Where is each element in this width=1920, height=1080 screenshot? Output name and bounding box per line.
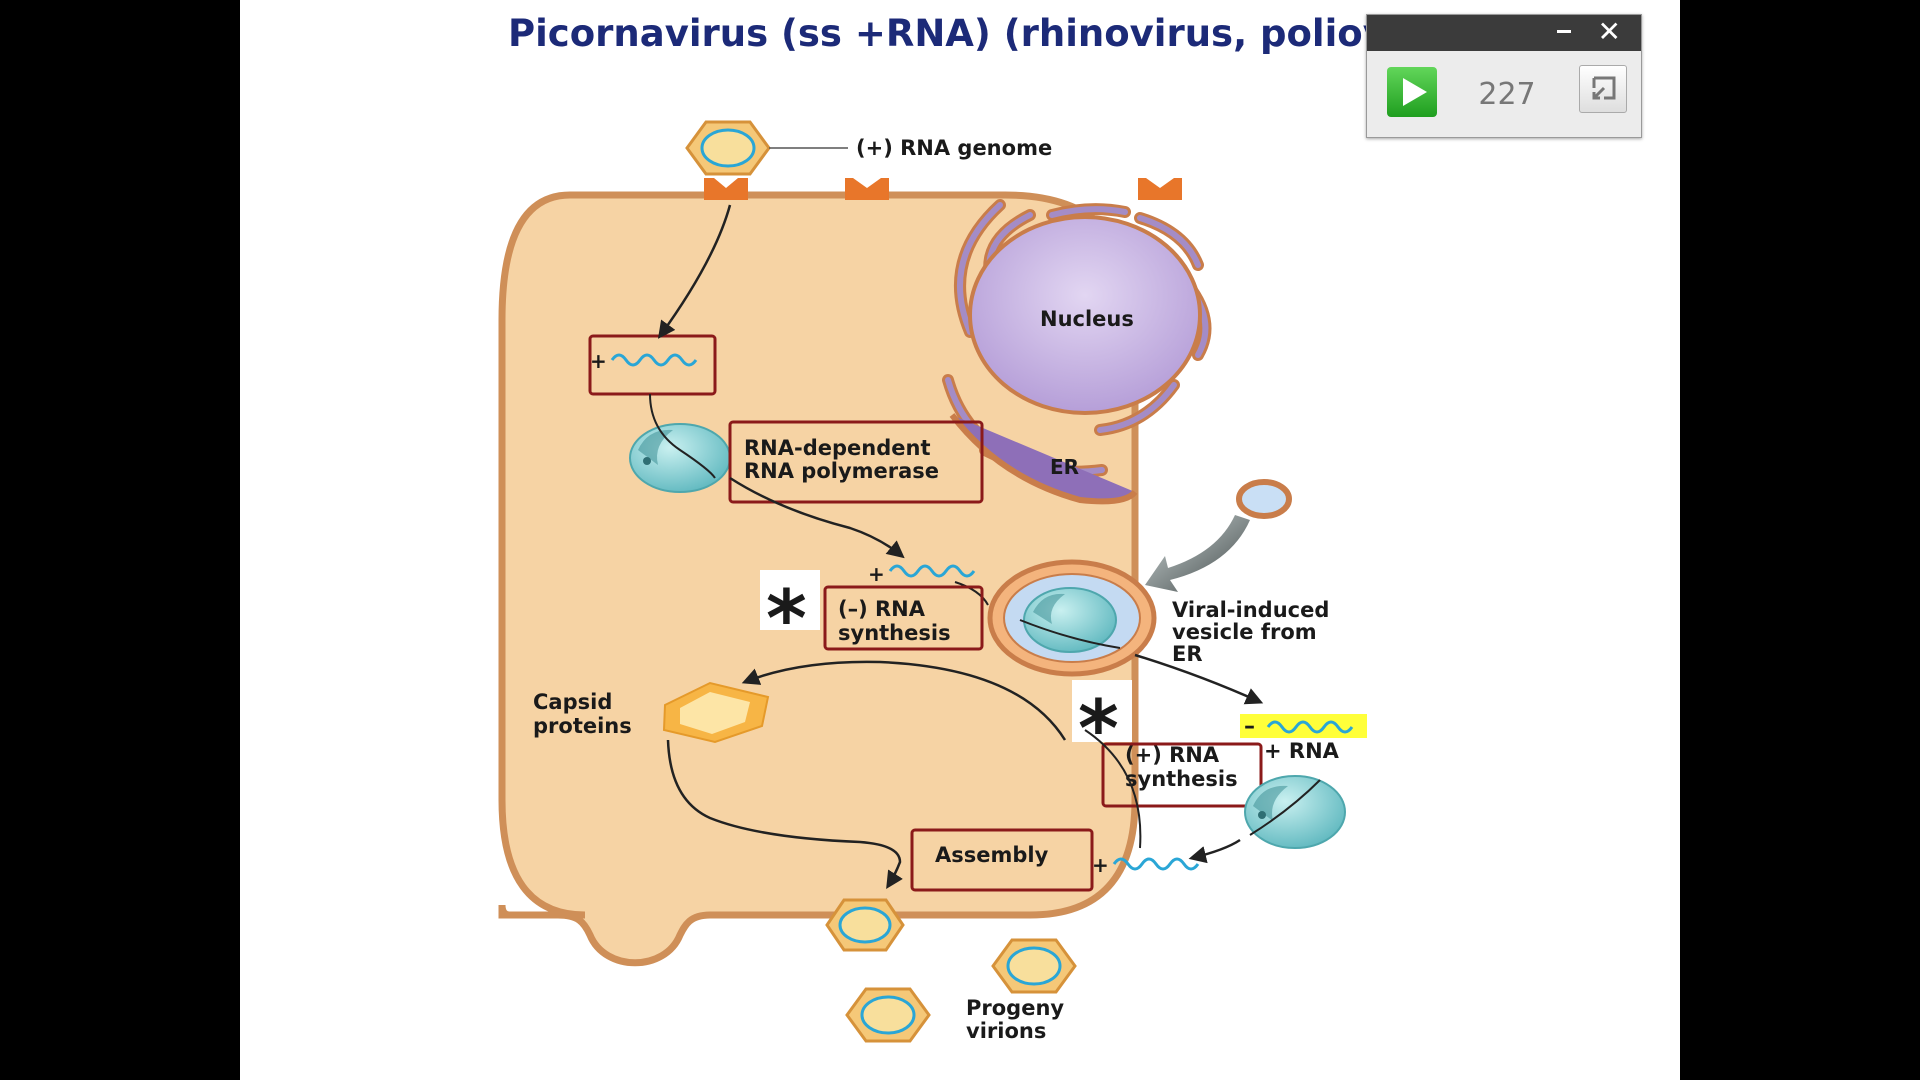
svg-text:+: + (590, 349, 607, 373)
polymerase-box (728, 420, 984, 504)
positive-rna-synthesis-box (1101, 742, 1263, 808)
asterisk-2: * (1078, 685, 1119, 775)
receptor-3 (1138, 178, 1182, 200)
assembly-label: Assembly (935, 843, 1049, 867)
asterisk-1-bg (760, 570, 820, 630)
pos-synth-label-1: (+) RNA (1125, 743, 1220, 767)
progeny-virion-1 (991, 938, 1077, 994)
er-bud-vesicle (1236, 479, 1292, 519)
ribosome-2 (1244, 775, 1346, 849)
asterisk-2-bg (1072, 680, 1132, 742)
negative-rna-highlight (1240, 714, 1367, 738)
svg-text:+: + (1092, 853, 1109, 877)
progeny-virion-2 (845, 987, 931, 1043)
expand-icon (1592, 76, 1616, 100)
svg-text:–: – (1244, 714, 1255, 739)
vesicle-label-3: ER (1172, 642, 1203, 666)
picornavirus-diagram: (+) RNA genome Nucleus ER (498, 120, 1367, 1043)
slide: Picornavirus (ss +RNA) (rhinovirus, poli… (240, 0, 1680, 1080)
svg-text:+: + (868, 562, 885, 586)
asterisk-1: * (766, 575, 807, 665)
close-icon[interactable]: ✕ (1597, 16, 1621, 47)
minimize-icon[interactable] (1557, 30, 1571, 33)
er-to-vesicle-arrow (1145, 515, 1250, 592)
nucleus-label: Nucleus (1040, 307, 1134, 331)
viral-vesicle (987, 559, 1157, 677)
receptor-2 (845, 178, 889, 200)
polymerase-label-2: RNA polymerase (744, 459, 939, 483)
ribosome-1 (629, 423, 731, 493)
negative-rna-synthesis-box (823, 585, 984, 651)
capsid-proteins (662, 681, 770, 744)
recorder-titlebar[interactable]: ✕ (1367, 15, 1641, 51)
er-label: ER (1050, 455, 1079, 479)
recorder-widget: ✕ 227 (1366, 14, 1642, 138)
incoming-rna-box (588, 334, 717, 396)
recorder-count: 227 (1478, 77, 1536, 112)
nucleus (968, 215, 1202, 415)
neg-synth-label-2: synthesis (838, 621, 951, 645)
capsid-label-2: proteins (533, 714, 632, 738)
assembly-box (910, 828, 1094, 892)
plus-rna-label: + RNA (1264, 739, 1340, 763)
neg-synth-label-1: (–) RNA (838, 597, 926, 621)
vesicle-label-2: vesicle from (1172, 620, 1317, 644)
genome-label: (+) RNA genome (856, 136, 1052, 160)
progeny-label-1: Progeny (966, 996, 1064, 1020)
vesicle-label-1: Viral-induced (1172, 598, 1329, 622)
polymerase-label-1: RNA-dependent (744, 436, 930, 460)
play-button[interactable] (1387, 67, 1437, 117)
progeny-label-2: virions (966, 1019, 1046, 1043)
receptor-1 (704, 178, 748, 200)
slide-title: Picornavirus (ss +RNA) (rhinovirus, poli… (508, 12, 1484, 55)
pos-synth-label-2: synthesis (1125, 767, 1238, 791)
expand-button[interactable] (1579, 65, 1627, 113)
capsid-label-1: Capsid (533, 690, 612, 714)
